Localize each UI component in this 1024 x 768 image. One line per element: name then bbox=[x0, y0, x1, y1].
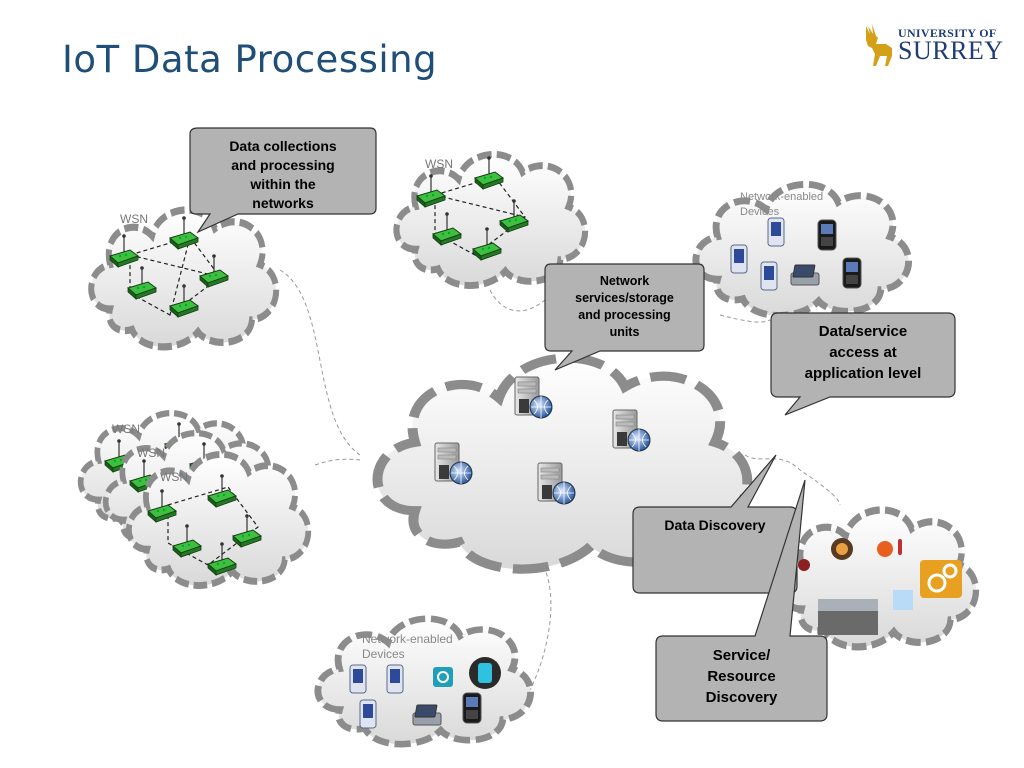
callout-line: units bbox=[609, 325, 640, 339]
callout-line: within the bbox=[250, 176, 316, 192]
smartphone-icon bbox=[842, 257, 862, 289]
keyboard-device-icon bbox=[412, 704, 442, 726]
devices-label-top-right-line1: Network-enabled bbox=[740, 191, 823, 203]
callout-line: networks bbox=[252, 195, 314, 211]
wsn-label-stack-1: WSN bbox=[112, 422, 140, 436]
callout-line: Service/ bbox=[712, 647, 771, 664]
smartphone-icon bbox=[462, 692, 482, 724]
callout-service-discovery-text: Service/ Resource Discovery bbox=[656, 645, 827, 708]
gear-icon bbox=[798, 559, 810, 571]
callout-line: access at bbox=[829, 344, 897, 361]
devices-label-bottom-line1: Network-enabled bbox=[362, 632, 453, 646]
callout-data-service-access-text: Data/service access at application level bbox=[771, 321, 955, 384]
callout-shapes bbox=[189, 127, 956, 722]
wsn-label-top-left: WSN bbox=[120, 212, 148, 226]
callout-line: Data/service bbox=[818, 323, 908, 340]
wsn-label-stack-3: WSN bbox=[160, 470, 188, 484]
callout-line: Network bbox=[599, 274, 650, 288]
callout-service-discovery bbox=[655, 479, 828, 722]
pda-icon bbox=[730, 244, 748, 274]
smartphone-icon bbox=[817, 219, 837, 251]
callout-line: services/storage bbox=[575, 291, 674, 305]
devices-label-bottom-line2: Devices bbox=[362, 647, 405, 661]
sun-temperature-icon bbox=[877, 541, 893, 557]
callout-line: application level bbox=[804, 365, 922, 382]
services-cloud-bottom-right bbox=[782, 510, 976, 647]
slide-title: IoT Data Processing bbox=[62, 38, 438, 81]
wsn-cloud-top-center bbox=[396, 154, 585, 285]
wsn-cloud-stack bbox=[81, 413, 309, 585]
pda-icon bbox=[767, 217, 785, 247]
devices-label-top-right-line2: Devices bbox=[740, 206, 780, 218]
pda-icon bbox=[760, 261, 778, 291]
devices-cloud-top-right bbox=[696, 184, 909, 315]
callout-data-discovery-text: Data Discovery bbox=[633, 515, 797, 535]
wsn-label-stack-2: WSN bbox=[137, 446, 165, 460]
callout-line: Discovery bbox=[705, 689, 778, 706]
logo-line2: SURREY bbox=[898, 36, 1004, 65]
callout-data-collections-text: Data collections and processing within t… bbox=[190, 137, 376, 213]
callout-network-services-text: Network services/storage and processing … bbox=[545, 273, 704, 341]
weather-icon bbox=[893, 590, 913, 610]
callout-line: Resource bbox=[707, 668, 776, 685]
callout-line: Data collections bbox=[229, 138, 337, 154]
wsn-cloud-top-left bbox=[91, 210, 276, 347]
callout-data-service-access bbox=[770, 312, 956, 416]
gears-icon bbox=[920, 560, 962, 598]
university-logo: UNIVERSITY OF SURREY bbox=[858, 22, 1008, 72]
callout-line: and processing bbox=[231, 157, 335, 173]
callout-line: and processing bbox=[578, 308, 671, 322]
callout-line: Data Discovery bbox=[664, 517, 766, 533]
devices-cloud-bottom bbox=[318, 619, 531, 744]
pda-icon bbox=[359, 699, 377, 729]
callout-network-services bbox=[544, 263, 705, 371]
keyboard-device-icon bbox=[790, 264, 820, 286]
callout-data-collections bbox=[189, 127, 377, 234]
pda-icon bbox=[386, 664, 404, 694]
stag-icon bbox=[866, 24, 892, 66]
wsn-label-top-center: WSN bbox=[425, 157, 453, 171]
connector-lines bbox=[279, 269, 841, 691]
power-button-icon bbox=[433, 667, 453, 687]
logo-line1: UNIVERSITY OF bbox=[898, 26, 997, 40]
pda-icon bbox=[349, 664, 367, 694]
